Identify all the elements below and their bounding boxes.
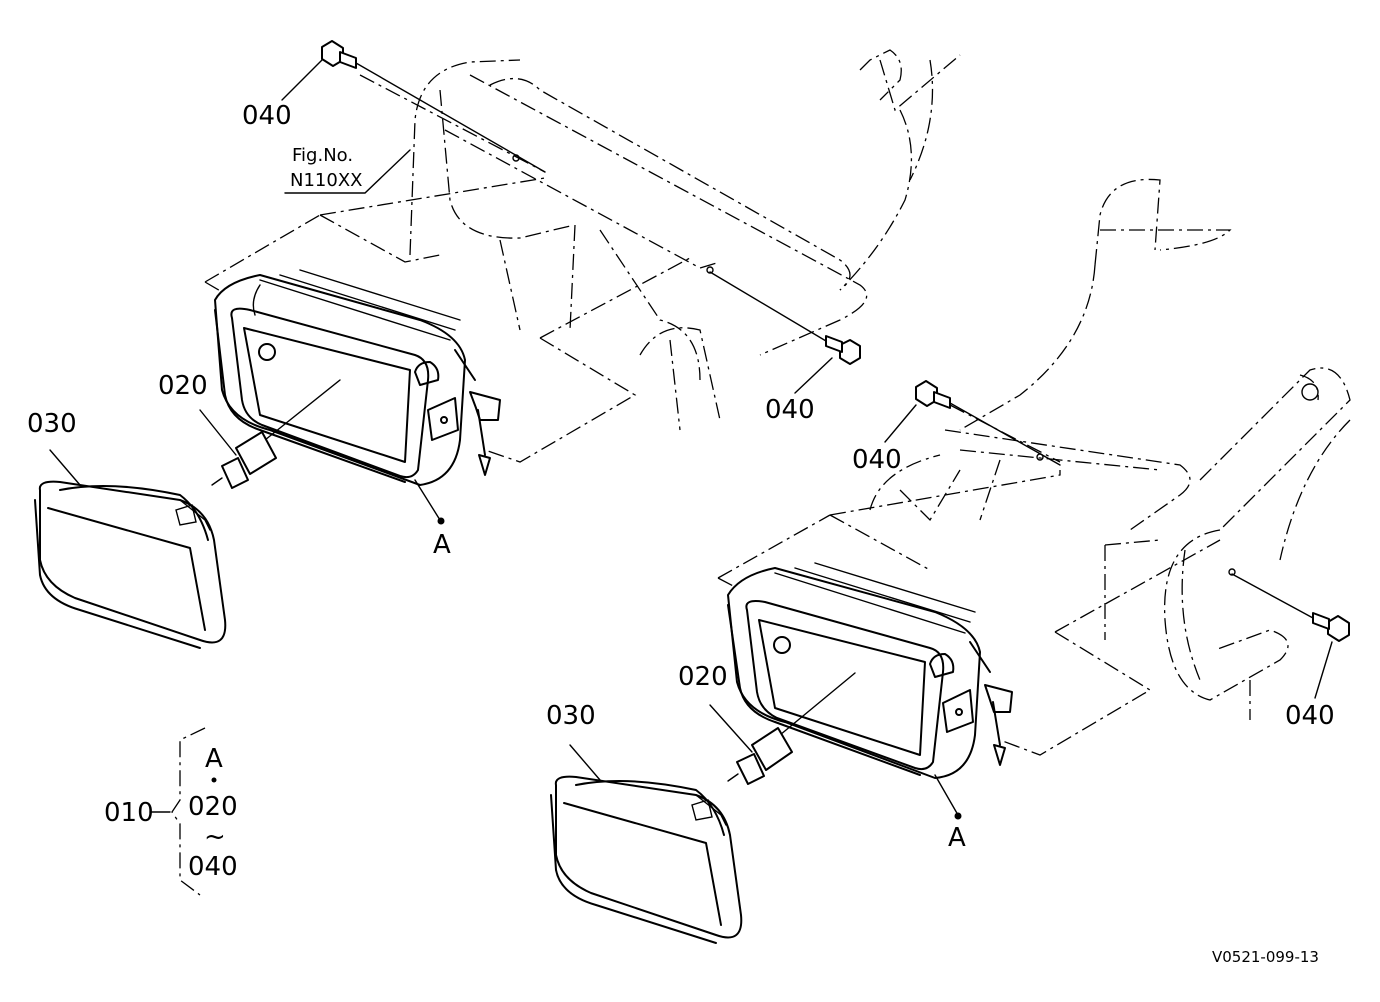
left-lens: [34, 449, 227, 649]
fig-reference: Fig.No. N110XX: [284, 145, 411, 194]
label-lens-left: 030: [27, 409, 77, 439]
label-ref-a-left: A: [433, 530, 451, 560]
right-bulb: [709, 704, 793, 785]
legend-assembly-number: 010: [104, 798, 154, 828]
left-bulb: [199, 409, 277, 489]
label-lens-right: 030: [546, 701, 596, 731]
legend-range-from: 020: [188, 792, 238, 822]
assembly-legend: 010 A 020 ~ 040: [104, 727, 238, 896]
legend-ref: A: [205, 744, 223, 774]
label-ref-a-right: A: [948, 823, 966, 853]
left-chassis-outline: [409, 49, 961, 431]
drawing-number: V0521-099-13: [1212, 948, 1319, 966]
legend-range-tilde: ~: [204, 822, 226, 852]
right-lens: [550, 744, 743, 944]
fig-no-value: N110XX: [290, 170, 362, 191]
label-bolt-top: 040: [242, 101, 292, 131]
label-bolt-right-lower: 040: [1285, 701, 1335, 731]
label-bulb-left: 020: [158, 371, 208, 401]
bolt-middle: [709, 271, 861, 365]
fig-no-label: Fig.No.: [292, 145, 353, 166]
label-bulb-right: 020: [678, 662, 728, 692]
right-chassis-outline: [869, 178, 1351, 720]
legend-range-to: 040: [188, 852, 238, 882]
label-bolt-middle: 040: [765, 395, 815, 425]
bolt-top-left: [321, 40, 546, 173]
bolt-right-upper: [915, 380, 1061, 466]
bolt-right-lower: [1231, 573, 1350, 642]
label-bolt-right-upper: 040: [852, 445, 902, 475]
right-lamp-housing: [727, 562, 1013, 820]
left-lamp-housing: [214, 269, 501, 525]
